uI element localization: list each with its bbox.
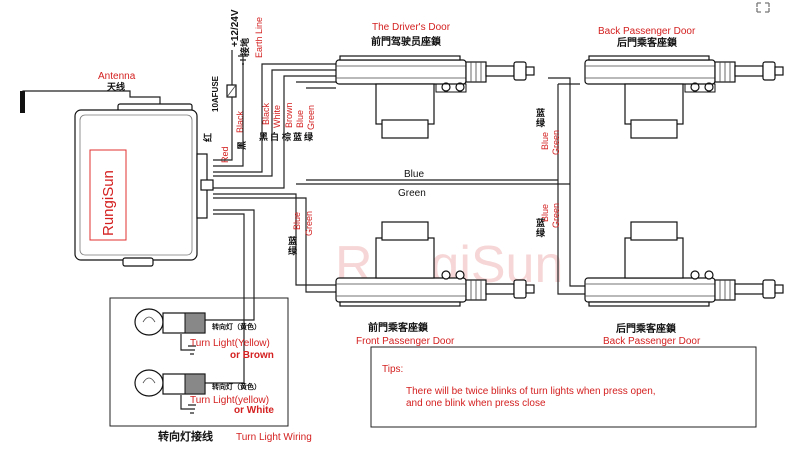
power-wire-earth [238, 55, 248, 65]
brand-label: RungiSun [100, 170, 117, 236]
tips-line-1: There will be twice blinks of turn light… [406, 386, 656, 397]
back-lower-blue: Blue [540, 204, 550, 222]
back-lower-green-cn: 绿 [536, 227, 546, 238]
turn-light-box [109, 297, 289, 427]
driver-wire-blue-cn: 蓝 [293, 131, 302, 142]
driver-door-title: The Driver's Door [372, 22, 451, 33]
turn-light-2-alt: or White [234, 405, 274, 416]
power-wire-positive [213, 50, 233, 161]
antenna-tip [20, 91, 25, 113]
back-bottom-door-title: Back Passenger Door [603, 336, 701, 347]
back-top-door-title-cn: 后門乘客座鎖 [617, 36, 678, 49]
front-passenger-door-title-cn: 前門乘客座鎖 [368, 321, 429, 334]
box-wire-red: Red [220, 146, 230, 163]
driver-wire-white-cn: 白 [270, 131, 279, 142]
bulb-icon [134, 369, 206, 397]
box-wire-black: Black [235, 110, 245, 133]
ground-symbol [180, 395, 196, 414]
harness-wires [196, 63, 585, 384]
back-bottom-door-title-cn: 后門乘客座鎖 [616, 322, 677, 335]
turn-light-2-cn: 转向灯（黄色） [212, 382, 261, 391]
front-lower-blue-cn: 蓝 [288, 235, 297, 246]
driver-door-title-cn: 前門驾驶员座鎖 [371, 35, 442, 48]
driver-wire-blue: Blue [295, 110, 305, 128]
back-upper-blue: Blue [540, 132, 550, 150]
driver-wire-black: Black [261, 102, 271, 125]
back-lower-blue-cn: 蓝 [536, 217, 545, 228]
back-lower-green: Green [551, 203, 561, 228]
front-passenger-door-title: Front Passenger Door [356, 336, 455, 347]
tips-title: Tips: [382, 364, 403, 375]
turn-light-1-cn: 转向灯（黄色） [212, 322, 261, 331]
bus-green-label: Green [398, 188, 426, 199]
expand-icon[interactable] [752, 0, 774, 14]
box-wire-black-cn: 黑 [237, 141, 247, 150]
antenna-label-cn: 天线 [107, 81, 125, 92]
back-top-door-title: Back Passenger Door [598, 26, 696, 37]
driver-wire-brown-cn: 棕 [281, 131, 291, 142]
tips-line-2: and one blink when press close [406, 398, 546, 409]
power-fuse [226, 84, 237, 98]
power-voltage-label: +12/24V [230, 9, 241, 47]
turn-light-1-en: Turn Light(Yellow) [190, 338, 270, 349]
power-wire-earth-drop [213, 64, 244, 167]
driver-door-actuator [335, 55, 535, 139]
driver-wire-white: White [272, 105, 282, 128]
tips-box [370, 346, 757, 428]
earth-label: Earth Line [254, 17, 264, 58]
antenna-label: Antenna [98, 71, 136, 82]
ground-symbol [180, 334, 196, 355]
fuse-label: 10AFUSE [211, 75, 220, 112]
driver-wire-brown: Brown [284, 102, 294, 128]
control-box: RungiSun [74, 103, 214, 267]
front-lower-green: Green [304, 211, 314, 236]
turn-light-2-en: Turn Light(yellow) [190, 395, 269, 406]
back-bottom-door-actuator [584, 221, 784, 307]
back-upper-blue-cn: 蓝 [536, 107, 545, 118]
back-upper-green: Green [551, 130, 561, 155]
front-lower-blue: Blue [292, 212, 302, 230]
earth-label-cn: 接地 [239, 38, 250, 56]
back-top-door-actuator [584, 55, 784, 139]
bulb-icon [134, 308, 206, 336]
bus-blue-label: Blue [404, 169, 424, 180]
driver-wire-green-cn: 绿 [304, 131, 314, 142]
driver-wire-green: Green [306, 105, 316, 130]
turn-wiring-title: Turn Light Wiring [236, 432, 312, 443]
box-wire-red-cn: 红 [202, 133, 213, 142]
front-lower-green-cn: 绿 [288, 245, 298, 256]
turn-wiring-title-cn: 转向灯接线 [158, 429, 213, 443]
back-upper-green-cn: 绿 [536, 117, 546, 128]
driver-wire-black-cn: 黑 [259, 132, 268, 142]
turn-light-1-alt: or Brown [230, 350, 274, 361]
